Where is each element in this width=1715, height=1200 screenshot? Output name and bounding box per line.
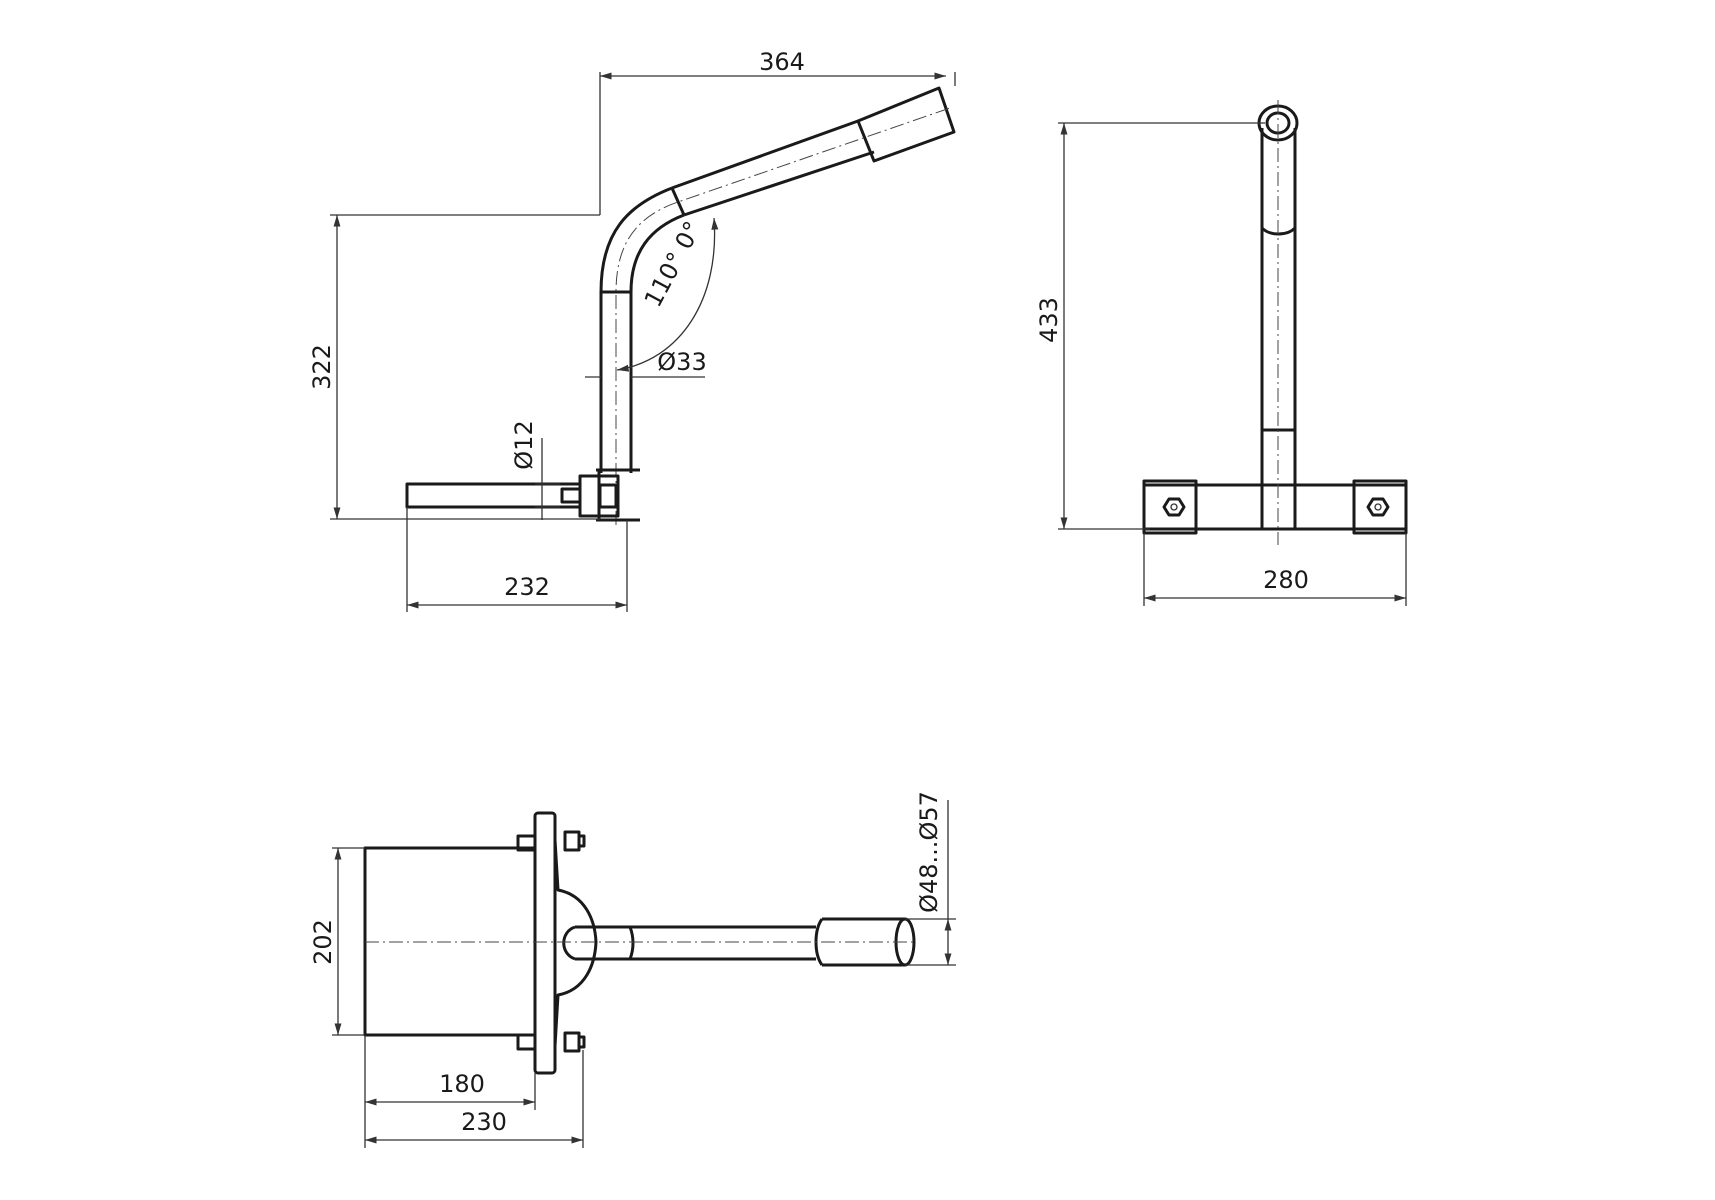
centerline	[615, 107, 951, 525]
pipe-sleeve	[856, 86, 956, 163]
angle-label: 110° 0°	[639, 217, 707, 312]
hex-nut-icon	[1162, 497, 1186, 517]
bolt-nut	[563, 830, 581, 852]
clamp-end-right	[1352, 479, 1408, 535]
dim-230-label: 230	[461, 1108, 507, 1136]
saddle	[553, 839, 598, 1047]
dim-232-label: 232	[504, 573, 550, 601]
side-view: 110° 0° 364 322 232 Ø33 Ø12	[308, 48, 956, 612]
dim-364-label: 364	[759, 48, 805, 76]
plate-tab	[516, 834, 537, 852]
angle-arc	[616, 217, 719, 372]
angled-pipe	[671, 119, 875, 217]
bolt-nut	[563, 1031, 581, 1053]
bolt	[560, 487, 582, 504]
plate-tab	[516, 1033, 537, 1051]
dim-322-label: 322	[308, 344, 336, 390]
clamp-plate	[596, 468, 640, 522]
clamp-end-left	[1142, 479, 1198, 535]
hex-nut-icon	[1366, 497, 1390, 517]
bolt-nut	[577, 1035, 586, 1049]
dim-line-12	[535, 438, 560, 520]
dim-33-label: Ø33	[657, 348, 706, 376]
mast-pipe	[1260, 128, 1297, 529]
dim-48-57-label: Ø48...Ø57	[915, 791, 943, 913]
dim-12-label: Ø12	[510, 420, 538, 469]
mount-plate	[533, 811, 557, 1075]
arm-pipe	[562, 925, 816, 961]
nut	[598, 483, 618, 509]
top-view: 202 180 230 Ø48...Ø57	[309, 791, 956, 1148]
front-view: 433 280	[1035, 100, 1408, 606]
dim-180-label: 180	[439, 1070, 485, 1098]
dim-202-label: 202	[309, 919, 337, 965]
dim-433-label: 433	[1035, 297, 1063, 343]
bolt-nut	[577, 834, 586, 848]
base-bar	[405, 482, 582, 509]
dim-280-label: 280	[1263, 566, 1309, 594]
